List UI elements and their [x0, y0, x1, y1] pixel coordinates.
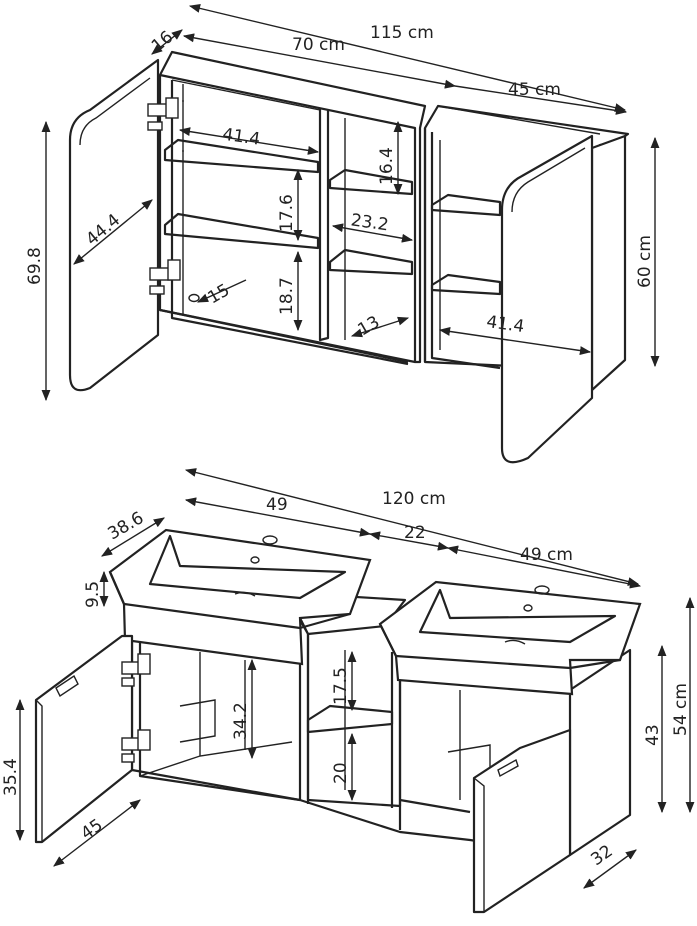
dim-lower-total-height: 54 cm — [671, 683, 691, 736]
dim-lower-door-height: 35.4 — [1, 758, 21, 796]
dim-lower-total: 120 cm — [382, 489, 446, 509]
upper-cabinet — [68, 50, 630, 464]
hinge-icon — [149, 259, 181, 295]
dim-upper-mid-gap: 16.4 — [377, 147, 397, 185]
upper-dimensions: 115 cm 70 cm 45 cm 16 69.8 60 cm 41.4 44… — [25, 3, 660, 402]
lower-cabinet — [34, 528, 642, 914]
hinge-icon — [121, 729, 151, 763]
hinge-icon — [147, 97, 179, 131]
dim-lower-gap: 22 — [404, 523, 426, 543]
dim-lower-inner-height: 34.2 — [231, 702, 251, 740]
dim-lower-basin-height: 9.5 — [83, 581, 103, 608]
dim-upper-main: 70 cm — [292, 35, 345, 55]
dim-lower-depth: 32 — [587, 841, 616, 870]
dim-upper-body-height: 60 cm — [635, 235, 655, 288]
basin-right — [378, 580, 642, 696]
dim-upper-door-height: 69.8 — [25, 247, 45, 285]
dim-upper-shelf-gap-2: 18.7 — [277, 277, 297, 315]
dim-lower-shelf-top: 17.5 — [331, 667, 351, 705]
dim-lower-basin-right: 49 cm — [520, 545, 573, 565]
dim-lower-basin-left: 49 — [266, 495, 288, 515]
basin-left — [108, 528, 372, 666]
lower-door-left — [34, 634, 134, 844]
dim-lower-basin-depth: 38.6 — [105, 508, 148, 544]
dim-upper-side: 45 cm — [508, 80, 561, 100]
dim-lower-body-height: 43 — [643, 724, 663, 746]
dim-upper-shelf-gap-1: 17.6 — [277, 194, 297, 232]
upper-door-right — [500, 134, 594, 464]
hinge-icon — [121, 653, 151, 687]
dim-lower-door-width: 45 — [77, 815, 106, 844]
lower-dimensions: 120 cm 49 22 49 cm 38.6 9.5 54 cm 43 35.… — [1, 468, 695, 889]
dim-upper-total: 115 cm — [370, 23, 434, 43]
lower-door-right — [472, 728, 572, 914]
dim-lower-shelf-bottom: 20 — [331, 762, 351, 784]
